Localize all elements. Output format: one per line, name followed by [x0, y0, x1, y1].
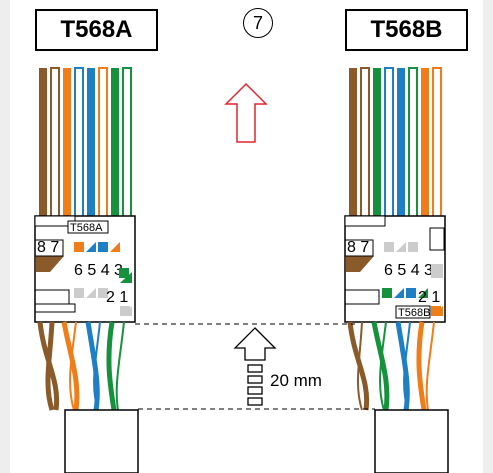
t568a-pins-6-3: 6 5 4 3 — [74, 262, 123, 279]
t568a-twisted-wires — [37, 321, 125, 411]
t568b-cable-jacket — [374, 409, 449, 473]
t568b-pins-8-7: 8 7 — [347, 239, 369, 256]
wiring-diagram: T568A T568B 7 T568A 8 7 — [10, 0, 483, 473]
black-up-arrow — [233, 327, 277, 406]
measurement-label: 20 mm — [270, 371, 322, 390]
t568a-connector-label: T568A — [70, 222, 103, 234]
t568b-connector-label: T568B — [398, 307, 430, 319]
t568a-title: T568A — [35, 9, 158, 51]
diagram-canvas: T568A 8 7 6 5 4 3 2 1 — [34, 67, 449, 473]
t568b-pins-2-1: 2 1 — [418, 289, 440, 306]
t568a-pins-8-7: 8 7 — [37, 239, 59, 256]
t568b-title: T568B — [345, 9, 468, 51]
t568a-cable-jacket — [64, 409, 139, 473]
t568b-twisted-wires — [347, 321, 435, 411]
red-up-arrow — [224, 82, 268, 143]
measurement-guides — [135, 323, 375, 410]
t568a-straight-wires — [39, 67, 132, 219]
t568b-connector: 8 7 6 5 4 3 2 1 T568B — [344, 215, 446, 323]
t568b-pins-6-3: 6 5 4 3 — [384, 262, 433, 279]
t568a-connector: T568A 8 7 6 5 4 3 2 1 — [34, 215, 136, 323]
t568a-pins-2-1: 2 1 — [106, 289, 128, 306]
step-number-badge: 7 — [243, 8, 273, 38]
t568b-straight-wires — [349, 67, 442, 219]
